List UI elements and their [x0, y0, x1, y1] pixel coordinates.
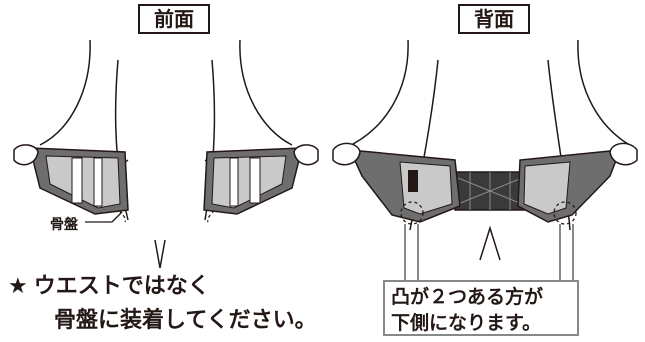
- front-pelvis-dotted-outline: [116, 159, 218, 223]
- front-belt-right: [203, 144, 319, 215]
- back-body-outline: [344, 39, 636, 261]
- bump-marker-right: [553, 201, 577, 225]
- callout-pointers: [404, 224, 574, 280]
- back-belt-right: [517, 142, 638, 223]
- wearing-instruction: ★ウエストではなく 骨盤に装着してください。: [8, 270, 317, 338]
- callout-line-1: 凸が２つある方が: [391, 286, 544, 308]
- pelvis-label: 骨盤: [50, 217, 78, 233]
- back-elastic-band: [454, 171, 526, 211]
- callout-line-2: 下側になります。: [391, 312, 542, 334]
- bump-side-callout: 凸が２つある方が 下側になります。: [383, 280, 579, 336]
- front-view-label: 前面: [138, 4, 210, 34]
- instruction-line-2: 骨盤に装着してください。: [54, 308, 317, 333]
- back-view-label: 背面: [458, 4, 530, 34]
- star-icon: ★: [8, 274, 28, 299]
- bump-marker-left: [400, 201, 424, 225]
- back-belt-left: [332, 142, 461, 223]
- front-belt-left: [13, 144, 129, 215]
- instruction-line-1: ウエストではなく: [33, 274, 210, 299]
